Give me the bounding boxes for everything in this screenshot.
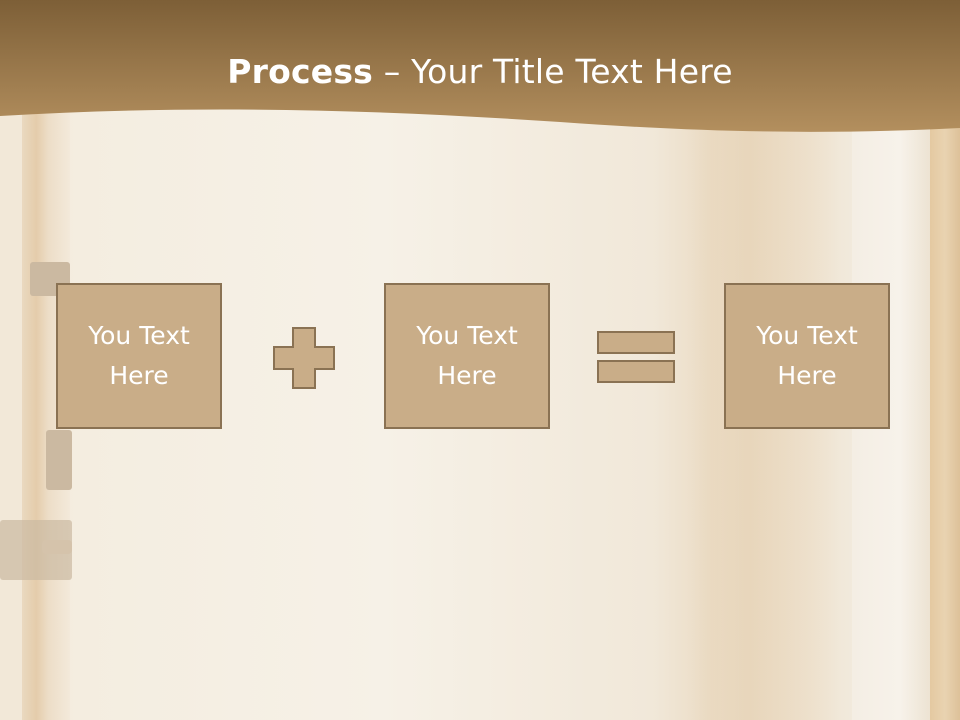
box-text-line1: You Text <box>416 321 518 350</box>
plus-icon <box>273 327 335 389</box>
title-banner: Process – Your Title Text Here <box>0 0 960 150</box>
background-door-edge <box>0 110 24 720</box>
box-text-line1: You Text <box>756 321 858 350</box>
box-text-line2: Here <box>109 361 169 390</box>
slide-title[interactable]: Process – Your Title Text Here <box>0 52 960 91</box>
box-text-line1: You Text <box>88 321 190 350</box>
box-text-line2: Here <box>777 361 837 390</box>
background-wood-right <box>930 110 960 720</box>
banner-shape <box>0 0 960 132</box>
background-latch <box>46 430 72 490</box>
process-box-1[interactable]: You Text Here <box>56 283 222 429</box>
process-box-2[interactable]: You Text Here <box>384 283 550 429</box>
box-text-line2: Here <box>437 361 497 390</box>
background-door-handle <box>42 540 72 554</box>
equals-icon <box>597 331 675 383</box>
process-box-3[interactable]: You Text Here <box>724 283 890 429</box>
title-rest: – Your Title Text Here <box>373 52 733 91</box>
title-bold: Process <box>227 52 374 91</box>
